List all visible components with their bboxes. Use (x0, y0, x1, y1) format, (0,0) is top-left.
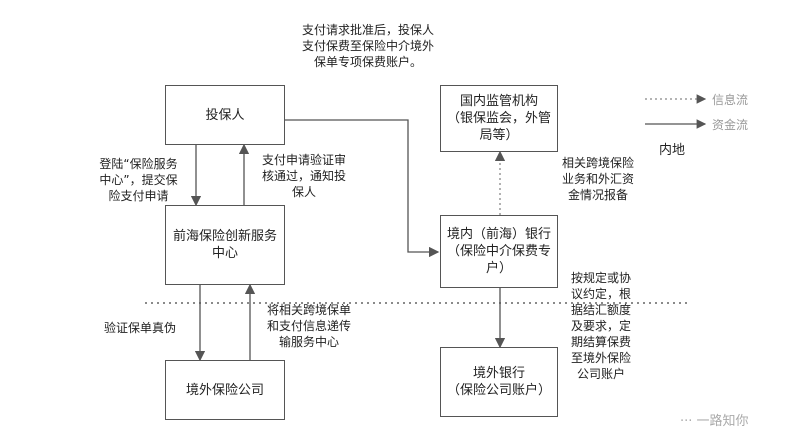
watermark: ··· 一路知你 (680, 414, 749, 429)
box-domestic-bank: 境内（前海）银行 （保险中介保费专 户） (440, 215, 558, 288)
arrow-fund-to-bank (285, 119, 440, 258)
note-report: 相关跨境保险 业务和外汇资 金情况报备 (561, 156, 634, 202)
box-overseas-bank: 境外银行 （保险公司账户） (440, 347, 558, 417)
note-transfer-info: 将相关跨境保单 和支付信息递传 输服务中心 (266, 303, 351, 349)
note-verify-policy: 验证保单真伪 (103, 321, 176, 335)
note-top-payment: 支付请求批准后，投保人 支付保费至保险中介境外 保单专项保费账户。 (301, 23, 434, 69)
legend-info-label: 信息流 (712, 93, 749, 107)
note-login-submit: 登陆“保险服务 中心”，提交保 险支付申请 (99, 157, 178, 203)
box-overseas-insurer: 境外保险公司 (165, 360, 285, 420)
box-policyholder: 投保人 (165, 85, 285, 145)
note-verify-notify: 支付申请验证审 核通过，通知投 保人 (261, 153, 346, 199)
box-regulator: 国内监管机构 （银保监会，外管 局等） (440, 85, 558, 152)
legend-fund-label: 资金流 (712, 118, 749, 132)
box-innovation-center: 前海保险创新服务 中心 (165, 205, 285, 285)
label-mainland: 内地 (658, 143, 685, 158)
note-settle: 按规定或协 议约定，根 据结汇额度 及要求，定 期结算保费 至境外保险 公司账户 (570, 271, 631, 381)
